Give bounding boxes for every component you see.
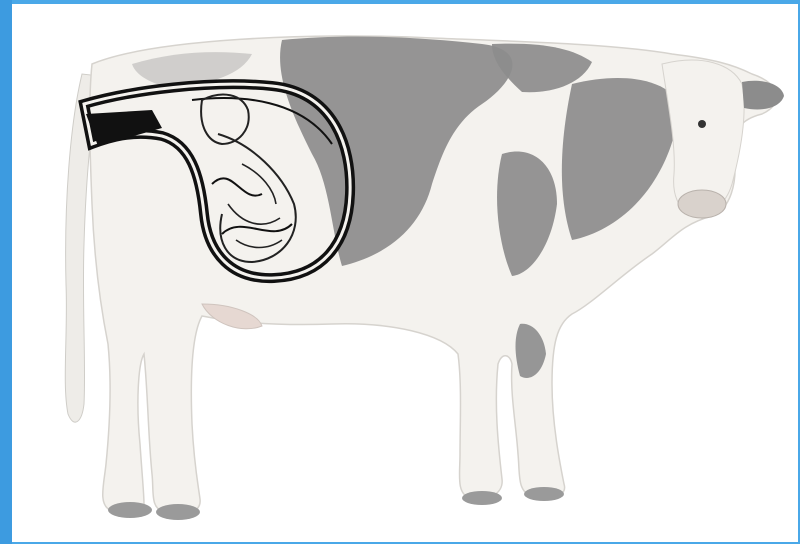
cow-icon xyxy=(65,36,784,520)
frame-left-edge xyxy=(0,0,12,544)
image-canvas xyxy=(12,4,798,542)
cow-illustration xyxy=(12,4,798,542)
